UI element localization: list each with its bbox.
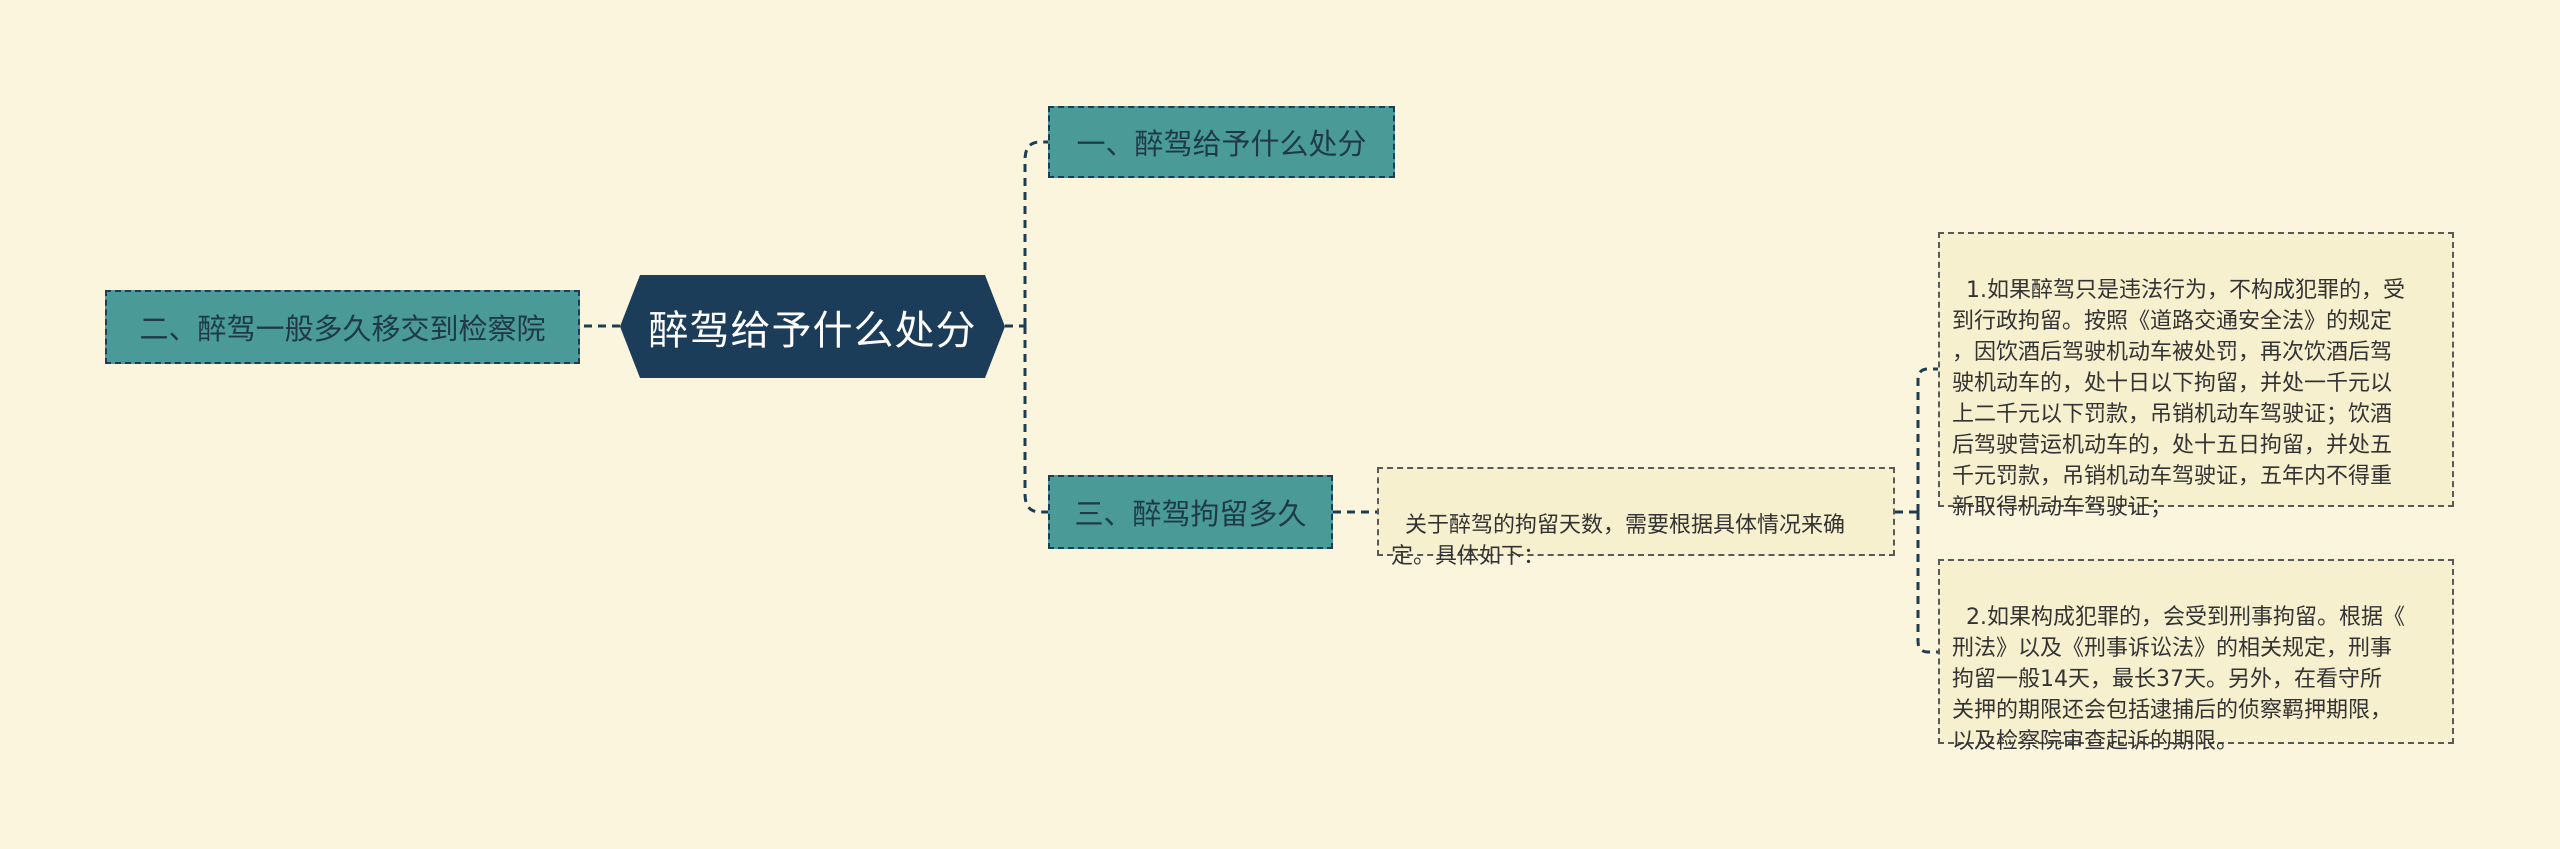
note-intro[interactable]: 关于醉驾的拘留天数，需要根据具体情况来确 定。具体如下： <box>1377 467 1895 569</box>
center-hexagon-shape <box>620 275 1005 378</box>
link-intro-d1 <box>1916 367 1938 512</box>
note-text: 2.如果构成犯罪的，会受到刑事拘留。根据《 刑法》以及《刑事诉讼法》的相关规定，… <box>1952 605 2405 754</box>
branch-label: 二、醉驾一般多久移交到检察院 <box>139 312 546 346</box>
note-text: 1.如果醉驾只是违法行为，不构成犯罪的，受 到行政拘留。按照《道路交通安全法》的… <box>1952 278 2405 520</box>
link-intro-d2 <box>1916 512 1938 654</box>
link-trunk-top <box>1023 140 1048 326</box>
note-detail-administrative[interactable]: 1.如果醉驾只是违法行为，不构成犯罪的，受 到行政拘留。按照《道路交通安全法》的… <box>1938 232 2454 520</box>
branch-label: 三、醉驾拘留多久 <box>1074 497 1307 531</box>
link-trunk-bottom <box>1023 326 1048 514</box>
branch-node-detention-length[interactable]: 三、醉驾拘留多久 <box>1048 475 1333 549</box>
branch-node-transfer-time[interactable]: 二、醉驾一般多久移交到检察院 <box>105 290 580 364</box>
note-text: 关于醉驾的拘留天数，需要根据具体情况来确 定。具体如下： <box>1391 513 1846 569</box>
note-detail-criminal[interactable]: 2.如果构成犯罪的，会受到刑事拘留。根据《 刑法》以及《刑事诉讼法》的相关规定，… <box>1938 559 2454 754</box>
center-node[interactable]: 醉驾给予什么处分 <box>620 275 1005 378</box>
center-node-label: 醉驾给予什么处分 <box>648 307 977 354</box>
branch-node-punishment[interactable]: 一、醉驾给予什么处分 <box>1048 106 1395 178</box>
branch-label: 一、醉驾给予什么处分 <box>1076 127 1367 161</box>
